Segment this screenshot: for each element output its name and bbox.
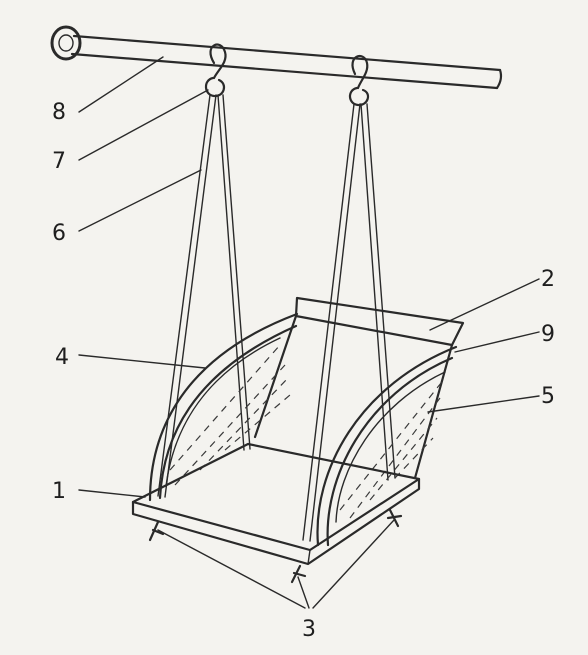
fasteners	[148, 508, 403, 584]
bar-end-cap	[50, 25, 82, 61]
leader-lines	[78, 56, 540, 609]
label-8: 8	[52, 100, 66, 125]
label-9: 9	[541, 322, 555, 347]
label-4: 4	[55, 345, 69, 370]
seat-board	[131, 442, 421, 566]
left-hook	[204, 43, 227, 98]
right-side-panel	[316, 345, 458, 547]
right-hook	[348, 54, 370, 107]
label-6: 6	[52, 221, 66, 246]
label-7: 7	[52, 149, 66, 174]
part-labels: 8 7 6 4 1 2 9 5 3	[52, 100, 555, 642]
ropes	[157, 94, 396, 542]
label-2: 2	[541, 267, 555, 292]
label-1: 1	[52, 479, 66, 504]
label-5: 5	[541, 384, 555, 409]
left-side-panel	[148, 312, 299, 502]
label-3: 3	[302, 617, 316, 642]
hanging-bar	[50, 25, 503, 90]
